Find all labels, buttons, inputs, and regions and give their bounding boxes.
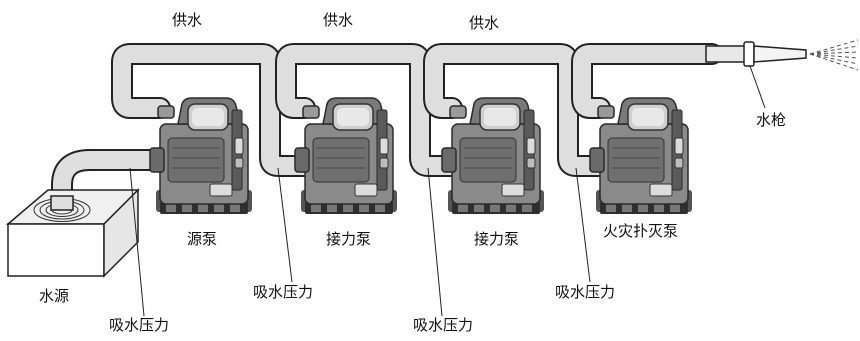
water-source-tank	[5, 188, 140, 278]
fire-pump-icon	[589, 97, 693, 215]
fire-pump-label: 火灾扑灭泵	[603, 222, 679, 240]
relay-pump-2-icon	[441, 97, 545, 215]
source-pump-icon	[149, 97, 253, 215]
water-spray-icon	[809, 39, 859, 71]
suction-pressure-label-3: 吸水压力	[413, 316, 474, 334]
suction-pressure-label-4: 吸水压力	[555, 283, 616, 301]
supply-label-3: 供水	[469, 14, 500, 32]
nozzle-label: 水枪	[756, 111, 787, 129]
nozzle-icon	[705, 41, 807, 67]
water-source-label: 水源	[39, 287, 70, 305]
suction-pressure-label-2: 吸水压力	[253, 283, 314, 301]
source-pump-label: 源泵	[187, 230, 218, 248]
suction-pressure-label-1: 吸水压力	[109, 316, 170, 334]
relay-pump-1-icon	[294, 97, 398, 215]
relay-pump-2-label: 接力泵	[474, 230, 520, 248]
leader-lines	[129, 65, 766, 317]
hose-network	[51, 43, 723, 216]
supply-label-2: 供水	[323, 11, 354, 29]
supply-label-1: 供水	[172, 11, 203, 29]
relay-pump-1-label: 接力泵	[326, 230, 372, 248]
